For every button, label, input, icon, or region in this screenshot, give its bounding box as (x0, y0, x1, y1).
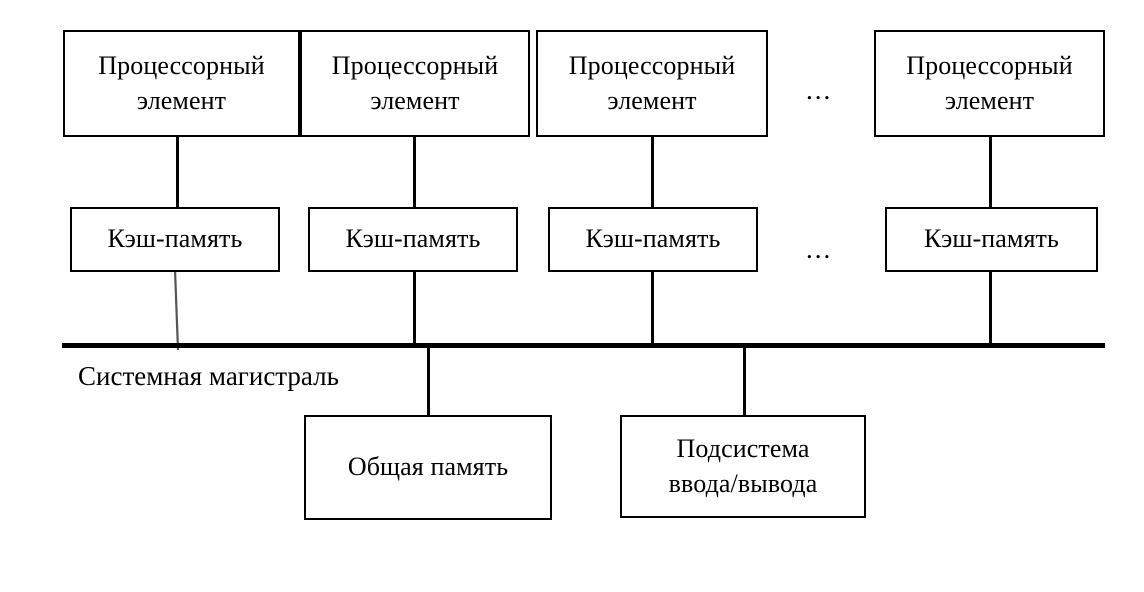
connector-pe-to-cache-2 (413, 135, 416, 209)
connector-pe-to-cache-1 (176, 135, 179, 209)
processing-element-label-4: Процессорный элемент (906, 51, 1073, 115)
connector-cache-to-bus-3 (651, 270, 654, 348)
io-subsystem-label: Подсистема ввода/вывода (668, 434, 818, 498)
connector-cache-to-bus-4 (989, 270, 992, 348)
cache-memory-label-4: Кэш-память (924, 224, 1059, 254)
cache-memory-label-3: Кэш-память (585, 224, 721, 254)
cache-memory-box-1[interactable]: Кэш-память (70, 207, 280, 272)
processing-element-label-3: Процессорный элемент (568, 51, 736, 115)
connector-pe-to-cache-3 (651, 135, 654, 209)
io-subsystem-box[interactable]: Подсистема ввода/вывода (620, 415, 866, 518)
processing-element-box-2[interactable]: Процессорный элемент (300, 30, 530, 137)
processing-element-label-2: Процессорный элемент (331, 51, 499, 115)
system-bus-label: Системная магистраль (78, 361, 339, 391)
cache-memory-label-1: Кэш-память (107, 224, 243, 254)
connector-cache-to-bus-2 (413, 270, 416, 348)
processing-element-box-1[interactable]: Процессорный элемент (63, 30, 300, 137)
shared-memory-label: Общая память (347, 452, 509, 482)
cache-memory-box-4[interactable]: Кэш-память (885, 207, 1098, 272)
connector-cache-to-bus-1 (173, 269, 180, 351)
processing-element-box-3[interactable]: Процессорный элемент (536, 30, 768, 137)
processing-element-label-1: Процессорный элемент (98, 51, 265, 115)
processing-element-ellipsis: ... (806, 75, 833, 105)
cache-memory-label-2: Кэш-память (345, 224, 481, 254)
cache-memory-ellipsis: ... (806, 234, 833, 264)
connector-bus-to-shared-memory (427, 347, 430, 417)
system-bus-line (62, 343, 1105, 348)
cache-memory-box-2[interactable]: Кэш-память (308, 207, 518, 272)
shared-memory-box[interactable]: Общая память (304, 415, 552, 520)
connector-bus-to-io-subsystem (743, 347, 746, 417)
processing-element-box-4[interactable]: Процессорный элемент (874, 30, 1105, 137)
cache-memory-box-3[interactable]: Кэш-память (548, 207, 758, 272)
connector-pe-to-cache-4 (989, 135, 992, 209)
